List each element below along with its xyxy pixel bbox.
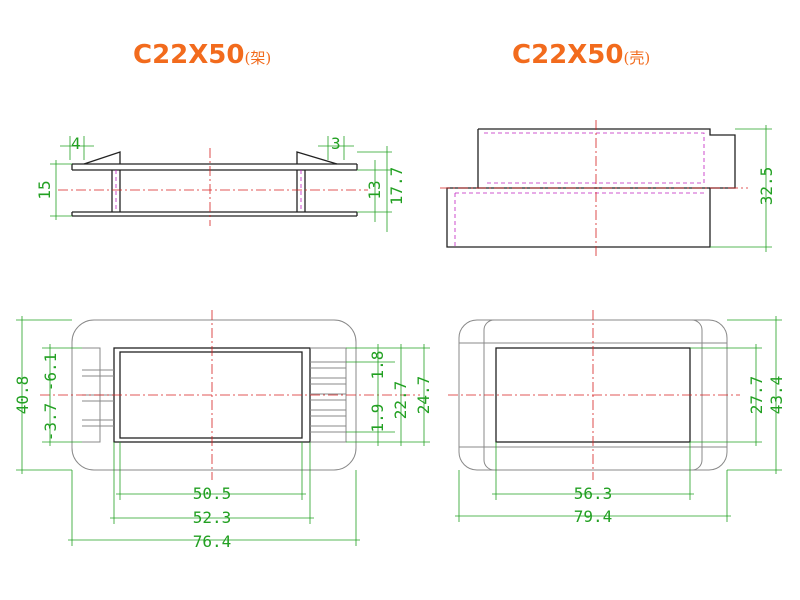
bobbin-title: C22X50(架) [133,40,271,70]
dim-case-w-79-4: 79.4 [574,507,613,526]
dim-bobbin-w-50-5: 50.5 [193,484,232,503]
dim-case-h-43-4: 43.4 [767,376,786,415]
dim-bobbin-h-3-7: -3.7 [41,403,60,442]
dim-height-13: 13 [365,180,384,199]
bobbin-title-sub: (架) [244,49,272,67]
dim-bobbin-h-40-8: 40.8 [13,376,32,415]
dim-bobbin-h-22-7: 22.7 [391,381,410,420]
dim-bobbin-h-6-1: -6.1 [41,353,60,392]
dim-height-17-7: 17.7 [387,167,406,206]
bobbin-top-view: 40.8 -6.1 -3.7 1.8 1.9 22.7 24.7 50.5 52… [13,310,433,551]
dim-height-inner: 15 [35,180,54,199]
dim-bobbin-h-24-7: 24.7 [414,376,433,415]
case-title: C22X50(壳) [512,40,650,70]
bobbin-title-main: C22X50 [133,40,245,70]
dim-case-h-27-7: 27.7 [747,376,766,415]
case-title-main: C22X50 [512,40,624,70]
dim-bobbin-h-1-8: 1.8 [368,351,387,380]
dim-flange-right: 3 [331,134,341,153]
dim-case-w-56-3: 56.3 [574,484,613,503]
case-top-view: 27.7 43.4 56.3 79.4 [448,310,786,526]
bobbin-side-view: 4 3 15 13 17.7 [35,134,406,232]
dim-bobbin-w-76-4: 76.4 [193,532,232,551]
dim-bobbin-w-52-3: 52.3 [193,508,232,527]
case-side-view: 32.5 [440,120,776,258]
dim-flange-left: 4 [71,134,81,153]
case-title-sub: (壳) [623,49,651,67]
dim-case-height: 32.5 [757,167,776,206]
dim-bobbin-h-1-9: 1.9 [368,404,387,433]
